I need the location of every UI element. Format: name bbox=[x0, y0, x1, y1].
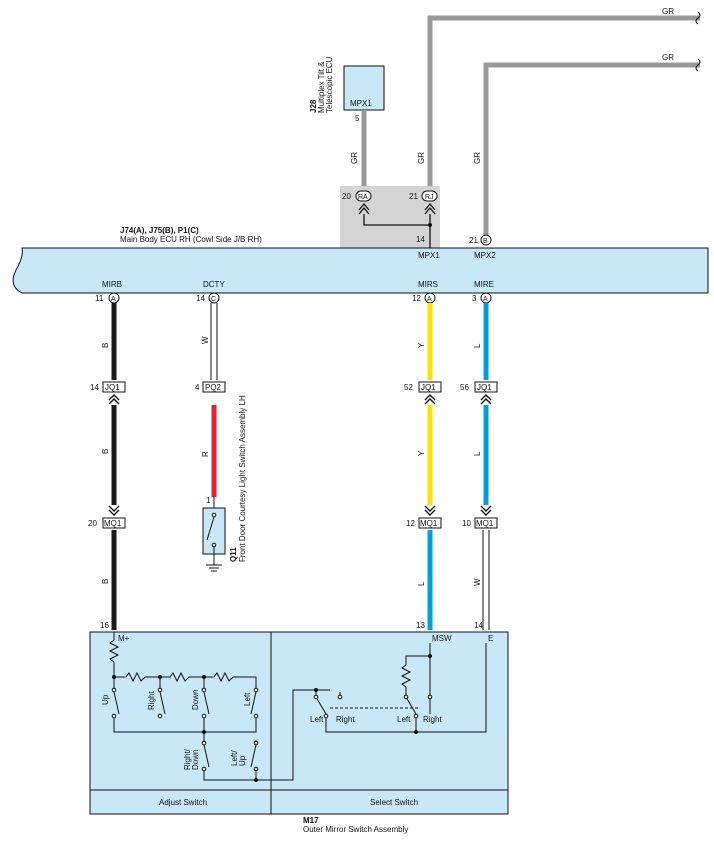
ecu-ref: J74(A), J75(B), P1(C) bbox=[120, 226, 199, 235]
svg-text:Left: Left bbox=[243, 692, 252, 706]
w-wire-e bbox=[482, 530, 490, 630]
svg-text:JQ1: JQ1 bbox=[477, 383, 492, 392]
svg-text:Left: Left bbox=[310, 715, 324, 724]
ecu-pin-21: 21 bbox=[469, 236, 478, 245]
junction-connector: RA 20 RJ 21 14 bbox=[340, 186, 440, 248]
b-label-1: B bbox=[101, 343, 110, 348]
door-switch-pin: 1 bbox=[206, 496, 211, 505]
svg-text:Left/: Left/ bbox=[230, 750, 239, 766]
pin-label-mirs: MIRS bbox=[418, 280, 438, 289]
lower-connectors: MQ1 20 MQ1 12 MQ1 10 bbox=[88, 505, 498, 529]
gr-label-tilt: GR bbox=[350, 152, 359, 164]
tilt-ecu-name-1: Multiplex Tilt & bbox=[317, 61, 326, 113]
y-label-2: Y bbox=[417, 450, 426, 456]
select-switch-label: Select Switch bbox=[370, 798, 418, 807]
gr-label-top-2: GR bbox=[662, 53, 674, 62]
svg-text:Down: Down bbox=[191, 750, 200, 770]
svg-text:12: 12 bbox=[406, 519, 415, 528]
junction-right-num: 21 bbox=[409, 192, 418, 201]
l-label-msw: L bbox=[417, 581, 426, 586]
gr-label-top-1: GR bbox=[662, 7, 674, 16]
tilt-ecu-pin-num: 5 bbox=[355, 114, 360, 123]
door-courtesy-switch: 1 Q11 Front Door Courtesy Light Switch A… bbox=[202, 395, 247, 572]
outer-mirror-switch: Adjust Switch Select Switch 16 M+ 13 MSW… bbox=[89, 621, 509, 815]
junction-right-conn: RJ bbox=[425, 194, 434, 201]
adjust-switch-label: Adjust Switch bbox=[159, 798, 207, 807]
b-label-2: B bbox=[101, 449, 110, 454]
ecu-conn-b: B bbox=[483, 238, 488, 245]
pin-num-11: 11 bbox=[95, 294, 104, 303]
w-label-e: W bbox=[473, 578, 482, 586]
svg-text:Down: Down bbox=[191, 690, 200, 710]
junction-left-conn: RA bbox=[358, 194, 368, 201]
tilt-ecu: MPX1 J28 Multiplex Tilt & Telescopic ECU… bbox=[309, 56, 385, 123]
upper-connectors: JQ1 14 PQ2 4 JQ1 52 JQ1 56 bbox=[90, 381, 498, 405]
gr-label-right: GR bbox=[473, 152, 482, 164]
svg-text:JQ1: JQ1 bbox=[421, 383, 436, 392]
door-switch-ref: Q11 bbox=[229, 547, 238, 562]
main-body-ecu bbox=[12, 247, 709, 294]
l-label-1: L bbox=[473, 343, 482, 348]
tilt-ecu-ref: J28 bbox=[309, 99, 318, 113]
svg-text:13: 13 bbox=[416, 621, 425, 630]
svg-text:E: E bbox=[488, 634, 493, 643]
tilt-ecu-name-2: Telescopic ECU bbox=[325, 56, 334, 113]
svg-text:Up: Up bbox=[101, 694, 110, 705]
svg-text:MQ1: MQ1 bbox=[476, 519, 494, 528]
junction-left-num: 20 bbox=[342, 192, 351, 201]
tilt-ecu-pin-label: MPX1 bbox=[350, 99, 372, 108]
pin-label-mirb: MIRB bbox=[102, 280, 122, 289]
ecu-pin-mpx1: MPX1 bbox=[418, 251, 440, 260]
w-label-door: W bbox=[201, 336, 210, 344]
ecu-name: Main Body ECU RH (Cowl Side J/B RH) bbox=[120, 235, 262, 244]
svg-text:4: 4 bbox=[195, 383, 200, 392]
gr-label-mid: GR bbox=[417, 152, 426, 164]
mirror-switch-ref: M17 bbox=[303, 816, 319, 825]
svg-text:A: A bbox=[427, 296, 432, 303]
y-label-1: Y bbox=[417, 342, 426, 348]
svg-text:Right: Right bbox=[147, 691, 156, 710]
wire-break-marks bbox=[695, 11, 701, 72]
r-label: R bbox=[201, 451, 210, 457]
svg-text:14: 14 bbox=[474, 621, 483, 630]
svg-text:14: 14 bbox=[90, 383, 99, 392]
ecu-bottom-pins: MIRB DCTY MIRS MIRE 11 A 14 C 12 A 3 A bbox=[95, 280, 494, 304]
svg-text:Right: Right bbox=[423, 715, 442, 724]
pin-num-14c: 14 bbox=[196, 294, 205, 303]
pin-num-12: 12 bbox=[412, 294, 421, 303]
w-wire bbox=[210, 303, 218, 380]
svg-text:MQ1: MQ1 bbox=[104, 519, 122, 528]
svg-text:Up: Up bbox=[238, 755, 247, 766]
svg-text:A: A bbox=[111, 296, 116, 303]
svg-text:MQ1: MQ1 bbox=[420, 519, 438, 528]
gr-wire-top bbox=[427, 15, 700, 237]
l-label-2: L bbox=[473, 451, 482, 456]
pin-num-3: 3 bbox=[472, 294, 477, 303]
b-label-3: B bbox=[101, 579, 110, 584]
svg-text:PQ2: PQ2 bbox=[205, 383, 222, 392]
junction-pin-14: 14 bbox=[416, 235, 425, 244]
svg-text:C: C bbox=[211, 296, 216, 303]
ecu-pin-mpx2: MPX2 bbox=[474, 251, 496, 260]
svg-text:Right: Right bbox=[336, 715, 355, 724]
svg-text:Right/: Right/ bbox=[183, 748, 192, 770]
svg-text:10: 10 bbox=[462, 519, 471, 528]
svg-text:Left: Left bbox=[397, 715, 411, 724]
svg-text:56: 56 bbox=[460, 383, 469, 392]
svg-text:52: 52 bbox=[404, 383, 413, 392]
svg-text:20: 20 bbox=[88, 519, 97, 528]
pin-label-dcty: DCTY bbox=[203, 280, 225, 289]
svg-text:16: 16 bbox=[100, 621, 109, 630]
mirror-switch-name: Outer Mirror Switch Assembly bbox=[303, 825, 408, 834]
svg-text:M+: M+ bbox=[118, 634, 130, 643]
svg-text:A: A bbox=[483, 296, 488, 303]
pin-label-mire: MIRE bbox=[474, 280, 494, 289]
svg-text:MSW: MSW bbox=[432, 634, 452, 643]
door-switch-name: Front Door Courtesy Light Switch Assembl… bbox=[238, 395, 247, 562]
svg-text:JQ1: JQ1 bbox=[105, 383, 120, 392]
